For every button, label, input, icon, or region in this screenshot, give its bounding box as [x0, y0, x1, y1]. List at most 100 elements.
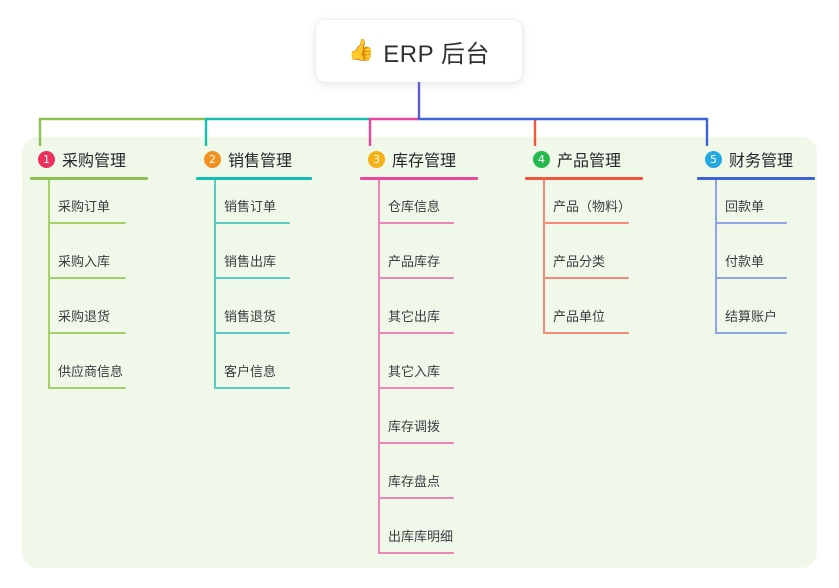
branch-header-3[interactable]: 3 库存管理	[360, 146, 478, 172]
branch-column-1: 1 采购管理采购订单采购入库采购退货供应商信息	[30, 146, 148, 400]
branch-item[interactable]: 供应商信息	[30, 345, 148, 400]
branch-item-label: 产品单位	[553, 309, 606, 324]
branch-item-underline	[378, 442, 454, 444]
branch-item-underline	[715, 222, 787, 224]
branch-item[interactable]: 销售出库	[196, 235, 312, 290]
branch-items: 采购订单采购入库采购退货供应商信息	[30, 180, 148, 400]
branches-panel	[22, 137, 817, 568]
branch-item-label: 库存盘点	[388, 474, 441, 489]
branch-item[interactable]: 产品（物料）	[525, 180, 643, 235]
branch-number-badge: 1	[38, 150, 55, 168]
branch-item-label: 采购入库	[58, 254, 111, 269]
branch-item[interactable]: 产品库存	[360, 235, 478, 290]
branch-title: 销售管理	[228, 153, 293, 170]
branch-vertical-connector	[214, 180, 216, 389]
branch-item-label: 回款单	[725, 199, 765, 214]
branch-item-label: 其它出库	[388, 309, 441, 324]
branch-item-label: 仓库信息	[388, 199, 441, 214]
branch-underline	[525, 177, 643, 180]
branch-item-label: 供应商信息	[58, 364, 124, 379]
branch-item[interactable]: 采购订单	[30, 180, 148, 235]
branch-item-underline	[214, 387, 290, 389]
branch-number-badge: 3	[368, 150, 385, 168]
branch-underline	[30, 177, 148, 180]
root-node-content: 👍 ERP 后台	[348, 34, 490, 69]
branch-vertical-connector	[715, 180, 717, 334]
branch-item[interactable]: 付款单	[697, 235, 815, 290]
branch-item-label: 销售订单	[224, 199, 277, 214]
branch-underline	[697, 177, 815, 180]
branch-header-5[interactable]: 5 财务管理	[697, 146, 815, 172]
branch-item-label: 其它入库	[388, 364, 441, 379]
branch-item-label: 出库库明细	[388, 529, 454, 544]
branch-item[interactable]: 结算账户	[697, 290, 815, 345]
branch-column-2: 2 销售管理销售订单销售出库销售退货客户信息	[196, 146, 312, 400]
branch-vertical-connector	[378, 180, 380, 554]
branch-item[interactable]: 仓库信息	[360, 180, 478, 235]
branch-item-underline	[543, 222, 629, 224]
branch-item[interactable]: 库存调拨	[360, 400, 478, 455]
branch-item-label: 结算账户	[725, 309, 778, 324]
branch-item[interactable]: 库存盘点	[360, 455, 478, 510]
branch-column-5: 5 财务管理回款单付款单结算账户	[697, 146, 815, 345]
branch-item-underline	[214, 332, 290, 334]
branch-item[interactable]: 销售退货	[196, 290, 312, 345]
branch-header-1[interactable]: 1 采购管理	[30, 146, 148, 172]
branch-item-underline	[214, 222, 290, 224]
branch-item-underline	[48, 387, 126, 389]
branch-number-badge: 4	[533, 150, 550, 168]
branch-item-label: 产品（物料）	[553, 199, 632, 214]
branch-item[interactable]: 产品单位	[525, 290, 643, 345]
branch-items: 回款单付款单结算账户	[697, 180, 815, 345]
branch-title: 财务管理	[729, 153, 794, 170]
branch-item-label: 销售出库	[224, 254, 277, 269]
branch-item[interactable]: 产品分类	[525, 235, 643, 290]
branch-title: 产品管理	[557, 153, 622, 170]
branch-item-underline	[715, 277, 787, 279]
branch-item-underline	[378, 387, 454, 389]
branch-item-label: 产品分类	[553, 254, 606, 269]
branch-header-4[interactable]: 4 产品管理	[525, 146, 643, 172]
branch-item-underline	[378, 222, 454, 224]
branch-item[interactable]: 回款单	[697, 180, 815, 235]
branch-item-label: 销售退货	[224, 309, 277, 324]
branch-title: 采购管理	[62, 153, 127, 170]
branch-item-underline	[214, 277, 290, 279]
branch-items: 销售订单销售出库销售退货客户信息	[196, 180, 312, 400]
branch-item-underline	[715, 332, 787, 334]
branch-item[interactable]: 采购退货	[30, 290, 148, 345]
branch-item-label: 采购退货	[58, 309, 111, 324]
thumbs-up-icon: 👍	[348, 38, 375, 62]
branch-vertical-connector	[48, 180, 50, 389]
branch-header-2[interactable]: 2 销售管理	[196, 146, 312, 172]
branch-item-underline	[378, 552, 454, 554]
root-title: ERP 后台	[383, 40, 490, 68]
branch-item-underline	[48, 332, 126, 334]
branch-title: 库存管理	[392, 153, 457, 170]
branch-item[interactable]: 出库库明细	[360, 510, 478, 565]
branch-item-label: 产品库存	[388, 254, 441, 269]
branch-item-label: 客户信息	[224, 364, 277, 379]
branch-item[interactable]: 采购入库	[30, 235, 148, 290]
branch-number-badge: 2	[204, 150, 221, 168]
branch-item-label: 库存调拨	[388, 419, 441, 434]
root-node-card[interactable]: 👍 ERP 后台	[316, 20, 522, 82]
branch-items: 产品（物料） 产品分类产品单位	[525, 180, 643, 345]
branch-item-underline	[378, 497, 454, 499]
branch-item-underline	[48, 277, 126, 279]
branch-column-3: 3 库存管理仓库信息产品库存其它出库其它入库库存调拨库存盘点出库库明细	[360, 146, 478, 565]
branch-item[interactable]: 客户信息	[196, 345, 312, 400]
branch-items: 仓库信息产品库存其它出库其它入库库存调拨库存盘点出库库明细	[360, 180, 478, 565]
branch-underline	[196, 177, 312, 180]
branch-item-label: 采购订单	[58, 199, 111, 214]
branch-item[interactable]: 销售订单	[196, 180, 312, 235]
branch-number-badge: 5	[705, 150, 722, 168]
branch-item[interactable]: 其它出库	[360, 290, 478, 345]
branch-item-underline	[543, 332, 629, 334]
branch-vertical-connector	[543, 180, 545, 334]
branch-item-underline	[378, 277, 454, 279]
branch-underline	[360, 177, 478, 180]
branch-item-underline	[48, 222, 126, 224]
branch-item[interactable]: 其它入库	[360, 345, 478, 400]
